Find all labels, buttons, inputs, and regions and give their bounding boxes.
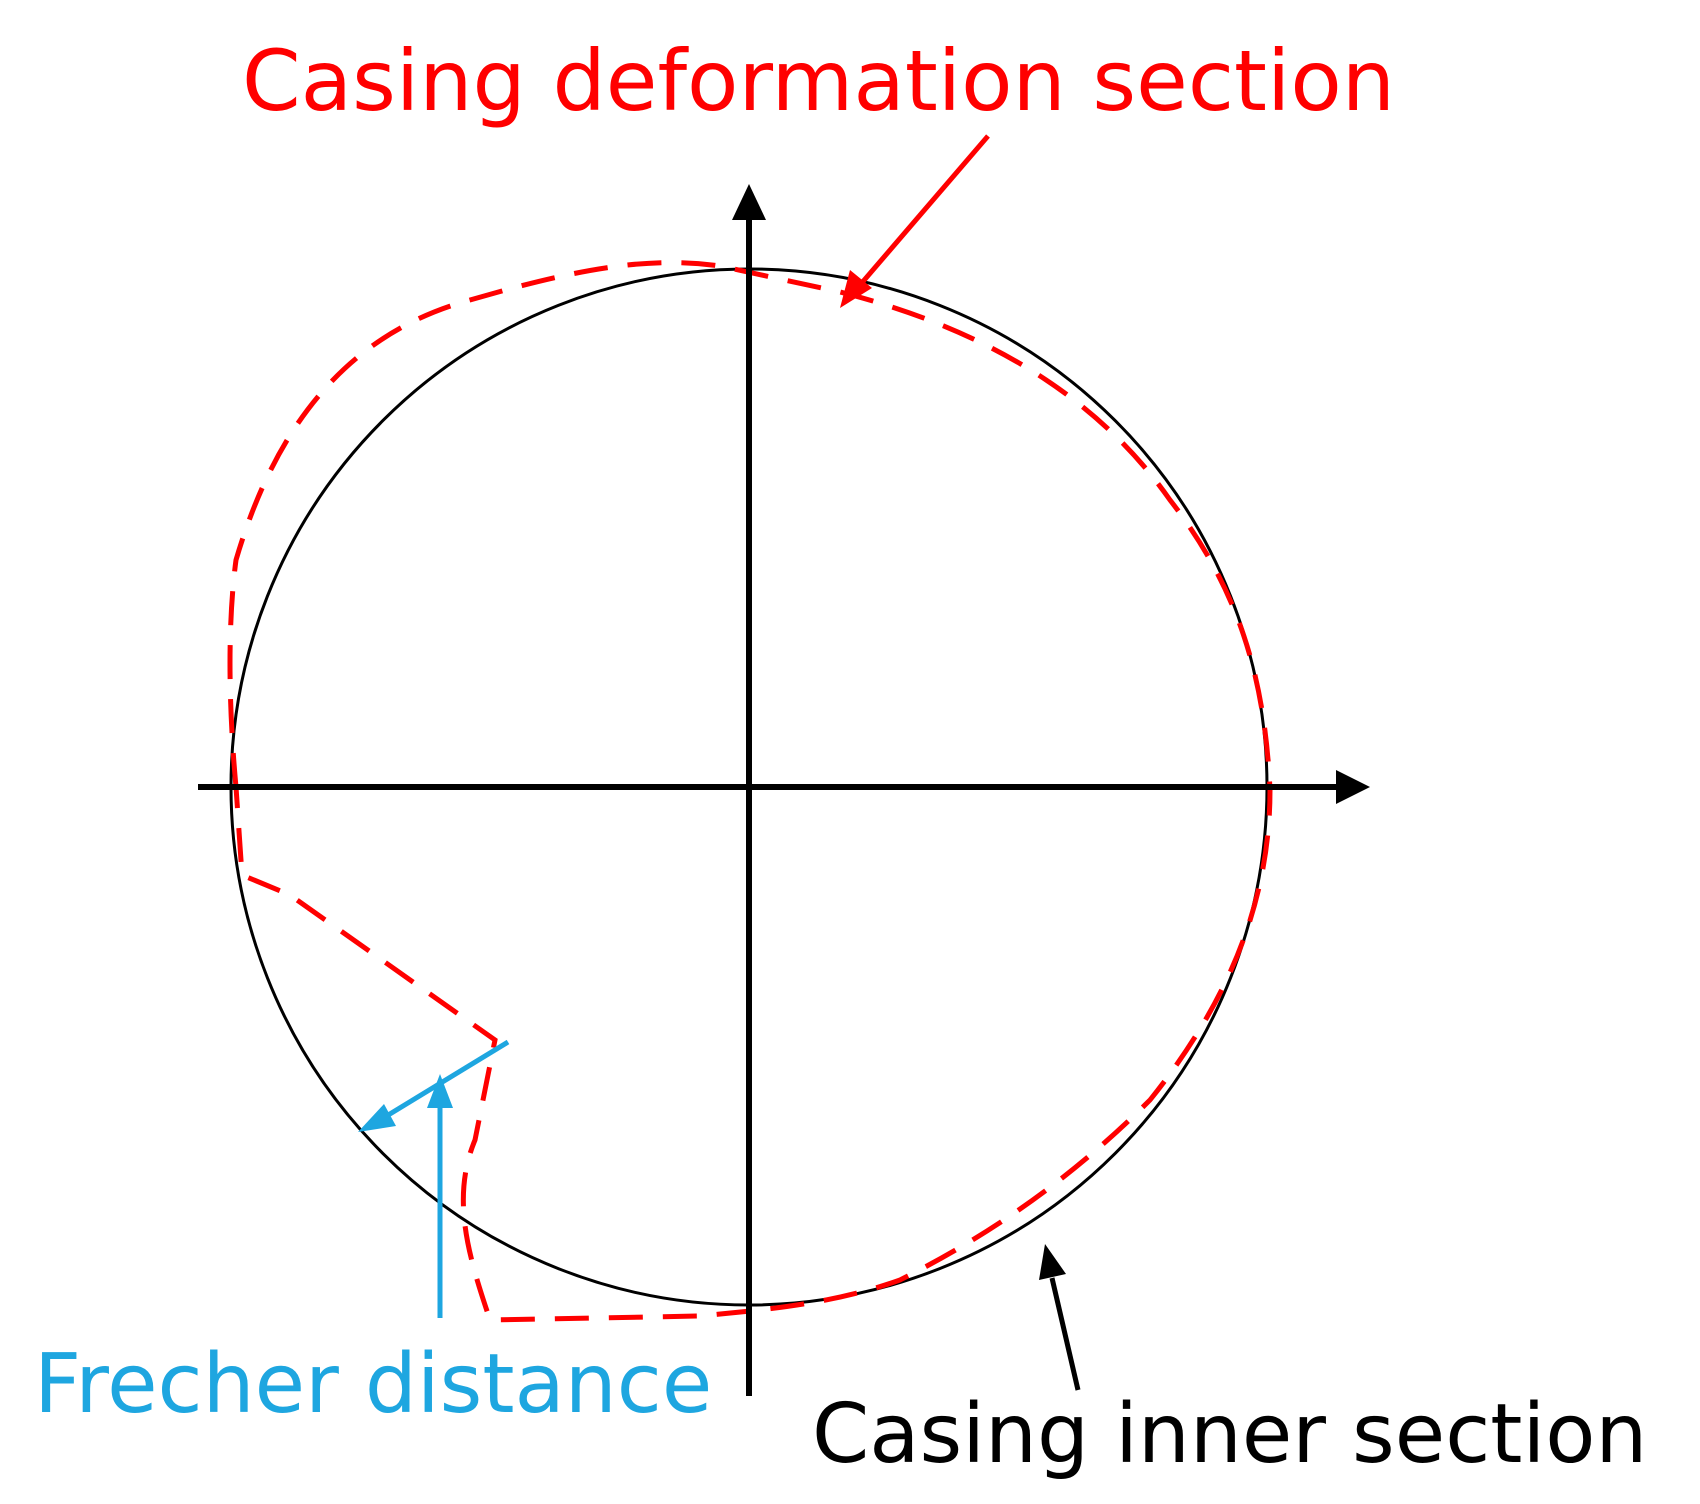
frecher-distance-arrowhead <box>358 1104 396 1132</box>
x-axis-arrowhead <box>1336 770 1370 804</box>
deformation-section-label: Casing deformation section <box>242 32 1395 130</box>
inner-section-label: Casing inner section <box>812 1387 1647 1482</box>
frecher-pointer-arrowhead <box>427 1074 453 1108</box>
inner-pointer-line <box>1049 1277 1081 1391</box>
frecher-distance-line <box>378 1039 510 1123</box>
deformation-pointer-line <box>858 134 990 287</box>
frecher-distance-label: Frecher distance <box>34 1337 712 1432</box>
inner-pointer-arrowhead <box>1039 1244 1066 1280</box>
y-axis-arrowhead <box>732 184 766 220</box>
deformation-pointer-arrowhead <box>840 270 872 308</box>
casing-deformation-outline <box>227 260 1273 1323</box>
